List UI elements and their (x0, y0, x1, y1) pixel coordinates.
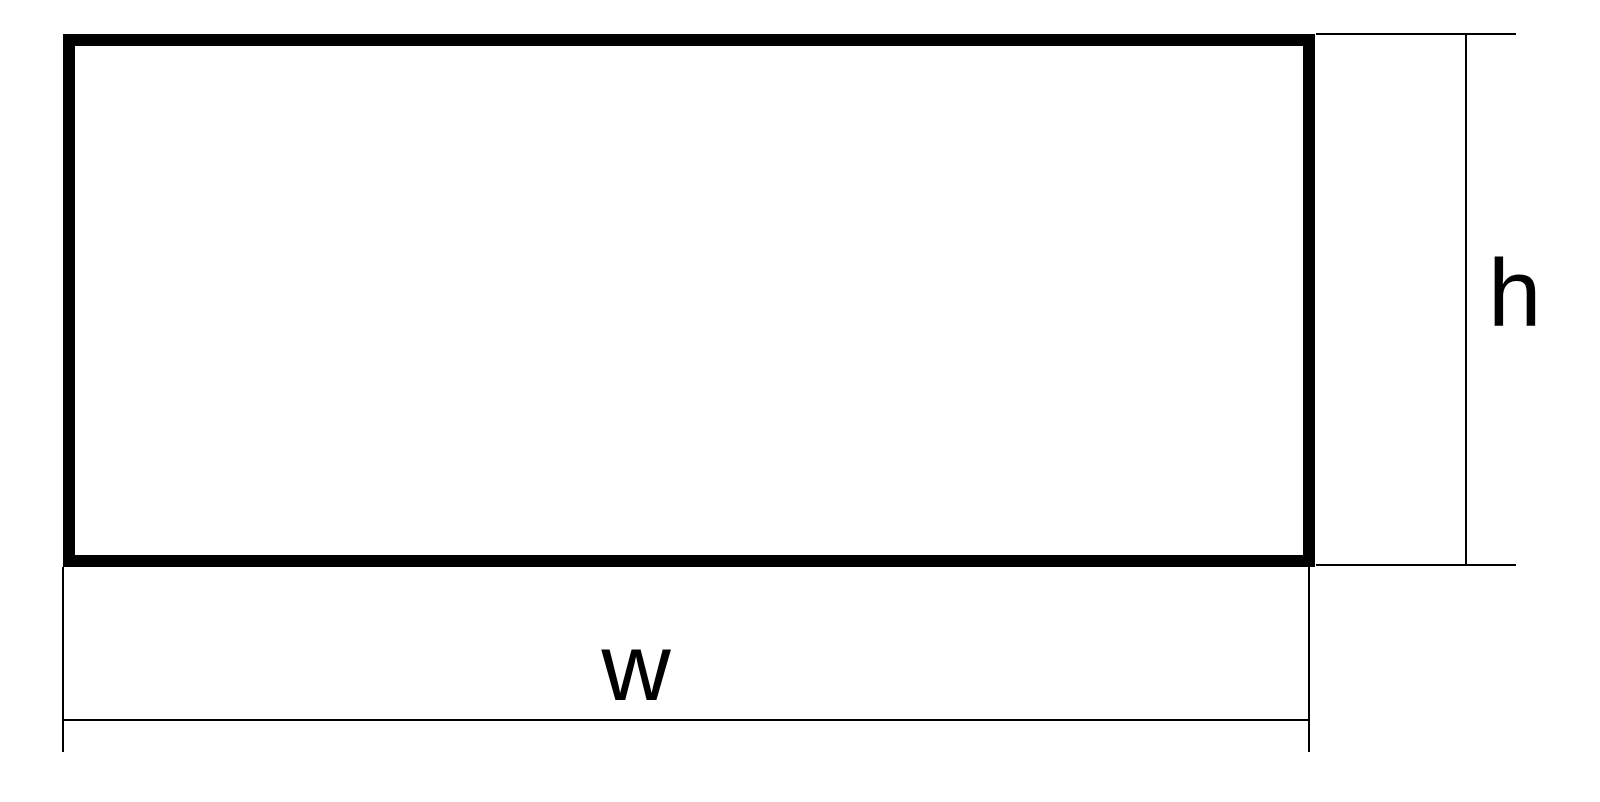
height-label: h (1488, 240, 1541, 347)
width-label: w (600, 614, 671, 721)
main-rectangle (63, 34, 1315, 567)
